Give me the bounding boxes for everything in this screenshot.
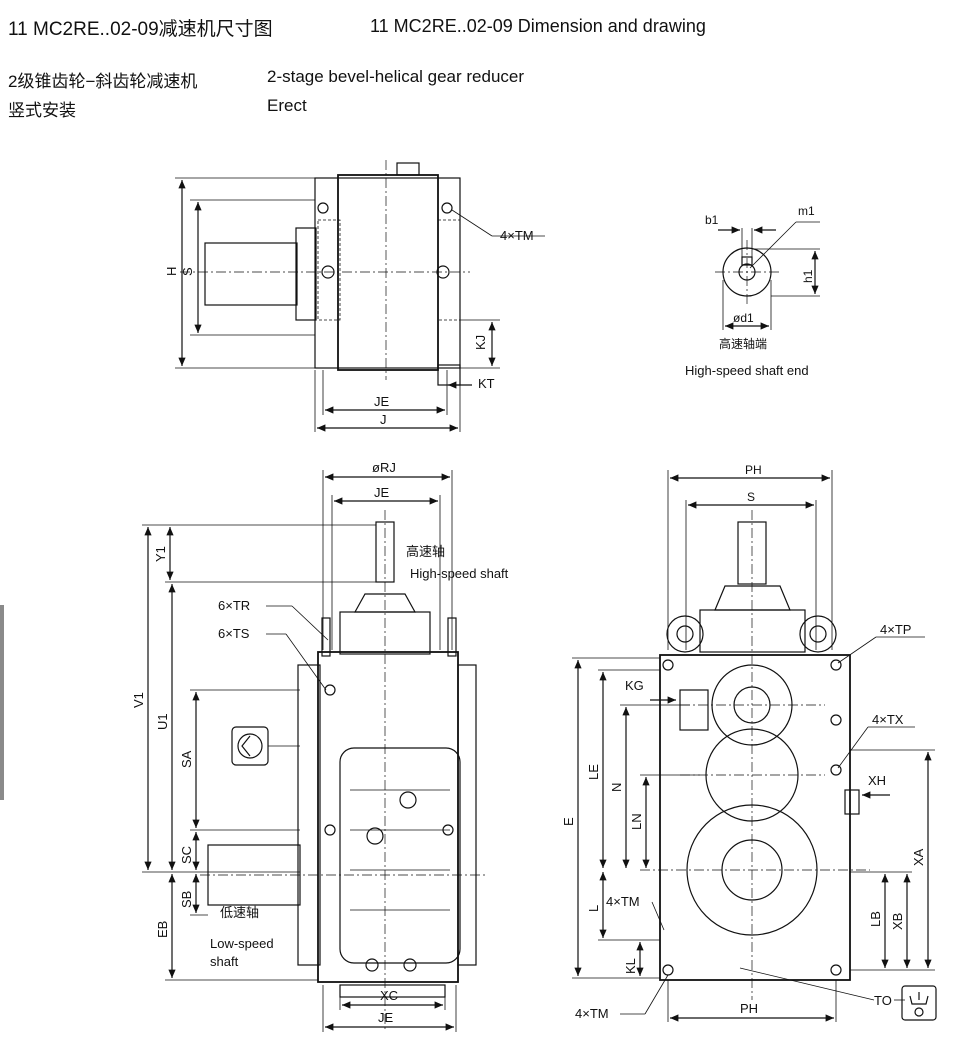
type-cn: 2级锥齿轮−斜齿轮减速机 [8, 72, 198, 91]
eb-label: EB [155, 921, 170, 938]
type-en: 2-stage bevel-helical gear reducer [267, 67, 525, 86]
shaft-end-en: High-speed shaft end [685, 363, 809, 378]
h-label: H [164, 267, 179, 276]
xc-label: XC [380, 988, 398, 1003]
sa-label: SA [179, 750, 194, 768]
s-label: S [180, 267, 195, 276]
u1-label: U1 [155, 713, 170, 730]
sc-label: SC [179, 846, 194, 864]
l-label: L [586, 905, 601, 912]
title-en: 11 MC2RE..02-09 Dimension and drawing [370, 16, 706, 36]
je-label-top: JE [374, 394, 390, 409]
front-view: øRJ JE 高速轴 High-speed shaft 6×TR 6×TS Y1… [131, 460, 509, 1032]
m1-label: m1 [798, 204, 815, 218]
title-cn: 11 MC2RE..02-09减速机尺寸图 [8, 19, 273, 40]
v1-label: V1 [131, 692, 146, 708]
kt-label: KT [478, 376, 495, 391]
kg-label: KG [625, 678, 644, 693]
oil-drain-icon [901, 985, 937, 1021]
e-label: E [561, 817, 576, 826]
page-edge-bar [0, 605, 4, 800]
top-view: KJ KT H S JE J 4×TM [164, 160, 545, 432]
ls-cn: 低速轴 [220, 905, 259, 920]
hs-en: High-speed shaft [410, 566, 509, 581]
j-label: J [380, 412, 387, 427]
tm-label-side: 4×TM [606, 894, 640, 909]
side-view: PH S 4×TP 4×TX XH E LE N LN L 4×TM KL KG [561, 463, 937, 1022]
rj-label: øRJ [372, 460, 396, 475]
breather-icon [231, 726, 269, 766]
hs-cn: 高速轴 [406, 544, 445, 559]
ls-en2: shaft [210, 954, 239, 969]
d1-label: ød1 [733, 311, 754, 325]
b1-label: b1 [705, 213, 719, 227]
le-label: LE [586, 764, 601, 780]
je-label-bottom: JE [378, 1010, 394, 1025]
ts-label: 6×TS [218, 626, 250, 641]
ph-label-bottom: PH [740, 1001, 758, 1016]
tm-label-top: 4×TM [500, 228, 534, 243]
ls-en1: Low-speed [210, 936, 274, 951]
mount-en: Erect [267, 96, 307, 115]
shaft-end-cn: 高速轴端 [719, 336, 767, 351]
lb-label: LB [868, 911, 883, 927]
tm2-label: 4×TM [575, 1006, 609, 1021]
tx-label: 4×TX [872, 712, 904, 727]
n-label: N [609, 783, 624, 792]
h1-label: h1 [801, 269, 815, 283]
kl-label: KL [623, 958, 638, 974]
tr-label: 6×TR [218, 598, 250, 613]
xa-label: XA [911, 848, 926, 866]
y1-label: Y1 [153, 546, 168, 562]
mount-cn: 竖式安装 [8, 101, 76, 120]
kj-label: KJ [473, 335, 488, 350]
xb-label: XB [890, 913, 905, 930]
shaft-end-view: b1 m1 h1 ød1 高速轴端 High-speed shaft end [685, 204, 820, 378]
ph-label-top: PH [745, 463, 762, 477]
to-label: TO [874, 993, 892, 1008]
s-label-side: S [747, 490, 755, 504]
xh-label: XH [868, 773, 886, 788]
sb-label: SB [179, 891, 194, 908]
ln-label: LN [629, 813, 644, 830]
je-label-front: JE [374, 485, 390, 500]
tp-label: 4×TP [880, 622, 911, 637]
